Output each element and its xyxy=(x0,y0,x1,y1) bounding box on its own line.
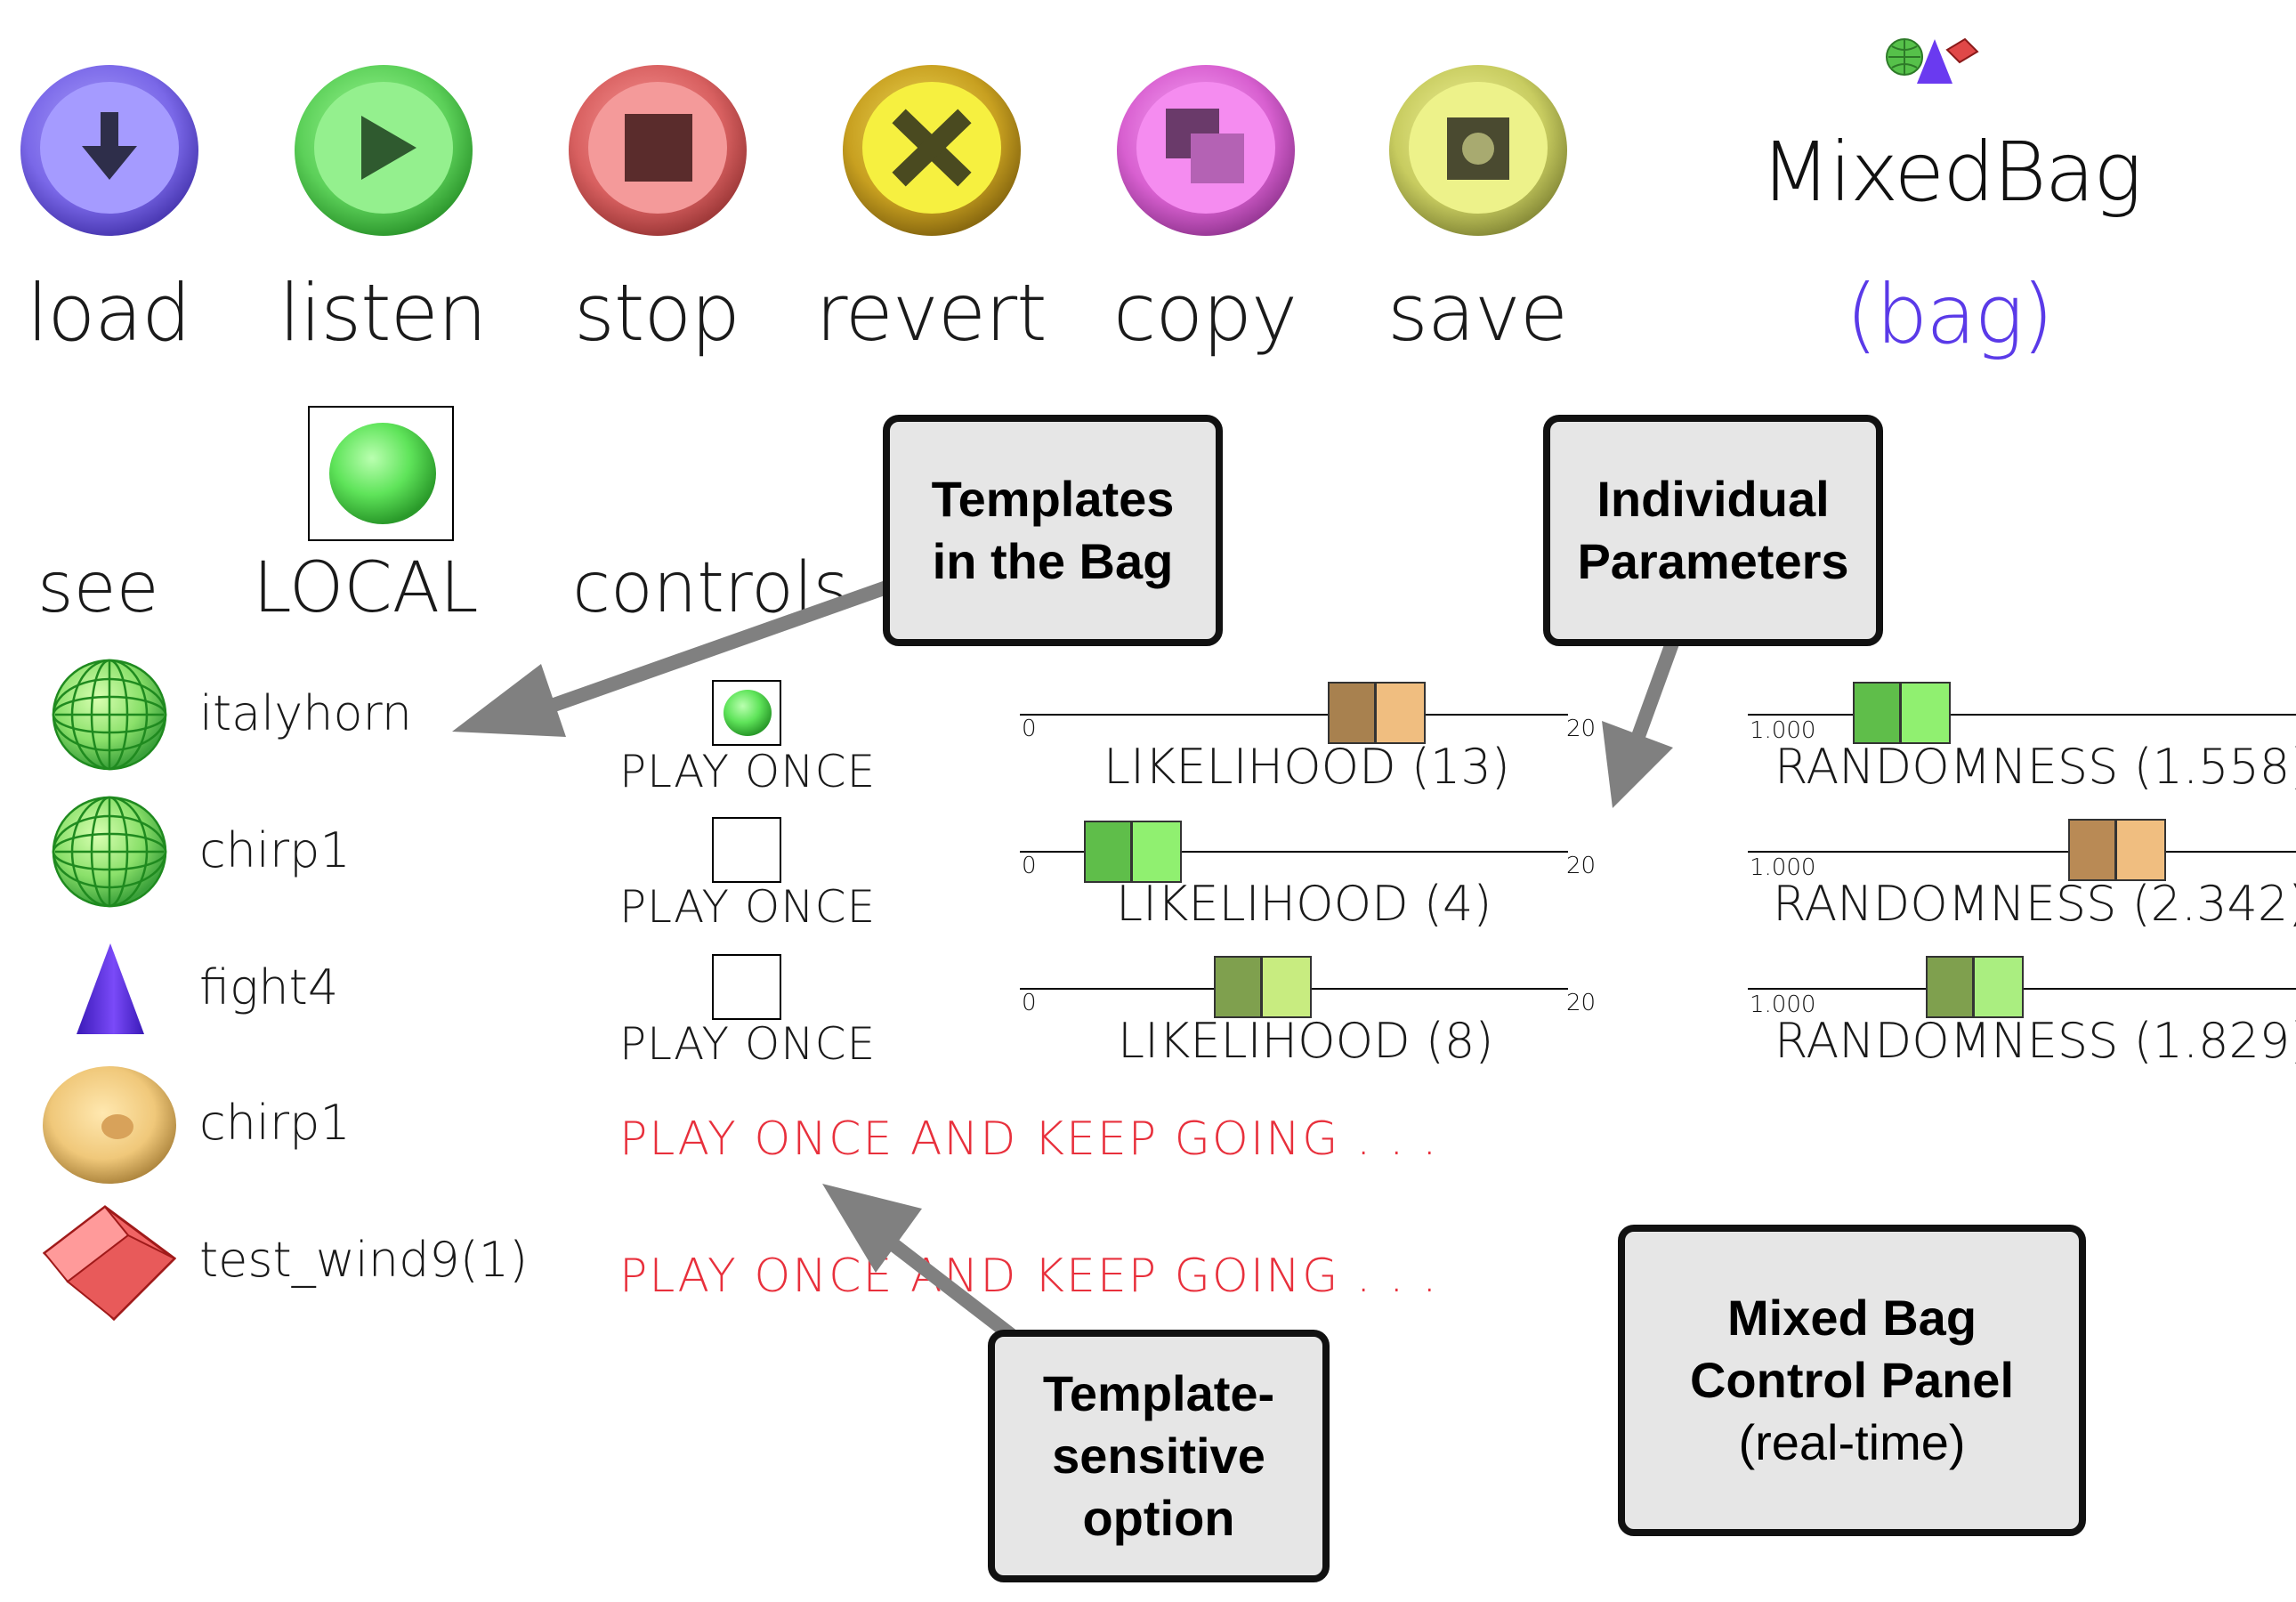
likelihood-label: LIKELIHOOD (13) xyxy=(1104,739,1510,795)
see-word: see xyxy=(37,548,159,628)
copy-label: copy xyxy=(1112,267,1298,359)
stop-button[interactable] xyxy=(566,59,749,242)
likelihood-track[interactable] xyxy=(1020,714,1568,716)
randomness-track[interactable] xyxy=(1748,714,2296,716)
save-disk-icon xyxy=(1447,117,1509,180)
likelihood-label: LIKELIHOOD (8) xyxy=(1118,1013,1494,1069)
randomness-label: RANDOMNESS (1.829) xyxy=(1775,1013,2296,1069)
save-label: save xyxy=(1387,267,1568,359)
stop-label: stop xyxy=(573,267,740,359)
cone-icon[interactable] xyxy=(75,942,146,1038)
likelihood-max: 20 xyxy=(1566,853,1597,879)
randomness-label: RANDOMNESS (2.342) xyxy=(1773,876,2296,932)
local-controls-label: see LOCAL controls xyxy=(37,548,849,628)
stop-square-icon xyxy=(625,114,692,182)
randomness-track[interactable] xyxy=(1748,851,2296,853)
controls-word: controls xyxy=(572,548,850,628)
load-button[interactable] xyxy=(18,59,201,242)
cube-icon[interactable] xyxy=(43,1203,176,1323)
play-once-label: PLAY ONCE xyxy=(619,881,877,933)
local-word: LOCAL xyxy=(253,548,479,628)
arrow-down-icon xyxy=(82,112,137,180)
x-cross-icon xyxy=(892,109,972,187)
randomness-min: 1.000 xyxy=(1750,991,1816,1018)
play-icon xyxy=(361,116,416,180)
play-once-keep-going-option[interactable]: PLAY ONCE AND KEEP GOING . . . xyxy=(619,1250,1439,1303)
revert-label: revert xyxy=(815,267,1047,359)
torus-icon[interactable] xyxy=(41,1064,178,1185)
local-controls-toggle[interactable] xyxy=(308,406,454,541)
play-once-keep-going-option[interactable]: PLAY ONCE AND KEEP GOING . . . xyxy=(619,1112,1439,1166)
likelihood-knob[interactable] xyxy=(1328,682,1426,744)
template-name[interactable]: chirp1 xyxy=(199,822,351,878)
template-name[interactable]: test_wind9(1) xyxy=(199,1232,529,1288)
play-once-checkbox[interactable] xyxy=(712,817,781,883)
play-once-label: PLAY ONCE xyxy=(619,1018,877,1070)
template-name[interactable]: chirp1 xyxy=(199,1095,351,1151)
likelihood-min: 0 xyxy=(1022,716,1037,742)
likelihood-min: 0 xyxy=(1022,853,1037,879)
randomness-knob[interactable] xyxy=(2068,819,2166,881)
play-once-label: PLAY ONCE xyxy=(619,746,877,797)
revert-button[interactable] xyxy=(840,59,1023,242)
likelihood-knob[interactable] xyxy=(1214,956,1312,1018)
template-name[interactable]: fight4 xyxy=(199,959,339,1015)
randomness-knob[interactable] xyxy=(1926,956,2024,1018)
play-once-checkbox[interactable] xyxy=(712,680,781,746)
template-name[interactable]: italyhorn xyxy=(199,685,412,741)
likelihood-knob[interactable] xyxy=(1084,821,1182,883)
likelihood-label: LIKELIHOOD (4) xyxy=(1116,876,1492,932)
app-subtitle: (bag) xyxy=(1846,267,2054,362)
green-sphere-icon xyxy=(329,423,436,524)
load-label: load xyxy=(26,267,191,359)
play-once-checkbox[interactable] xyxy=(712,954,781,1020)
green-sphere-icon xyxy=(724,690,772,736)
likelihood-max: 20 xyxy=(1566,716,1597,742)
likelihood-track[interactable] xyxy=(1020,851,1568,853)
copy-squares-icon xyxy=(1166,109,1244,183)
likelihood-max: 20 xyxy=(1566,990,1597,1016)
likelihood-min: 0 xyxy=(1022,990,1037,1016)
wire-sphere-icon[interactable] xyxy=(50,657,169,773)
app-title: MixedBag xyxy=(1760,125,2142,220)
shapes-logo-icon xyxy=(1886,37,1979,84)
randomness-label: RANDOMNESS (1.558) xyxy=(1775,739,2296,795)
save-button[interactable] xyxy=(1386,59,1570,242)
randomness-min: 1.000 xyxy=(1750,854,1816,881)
copy-button[interactable] xyxy=(1114,59,1298,242)
listen-button[interactable] xyxy=(292,59,475,242)
randomness-knob[interactable] xyxy=(1853,682,1951,744)
randomness-min: 1.000 xyxy=(1750,717,1816,744)
wire-sphere-icon[interactable] xyxy=(50,794,169,910)
listen-label: listen xyxy=(279,267,487,359)
